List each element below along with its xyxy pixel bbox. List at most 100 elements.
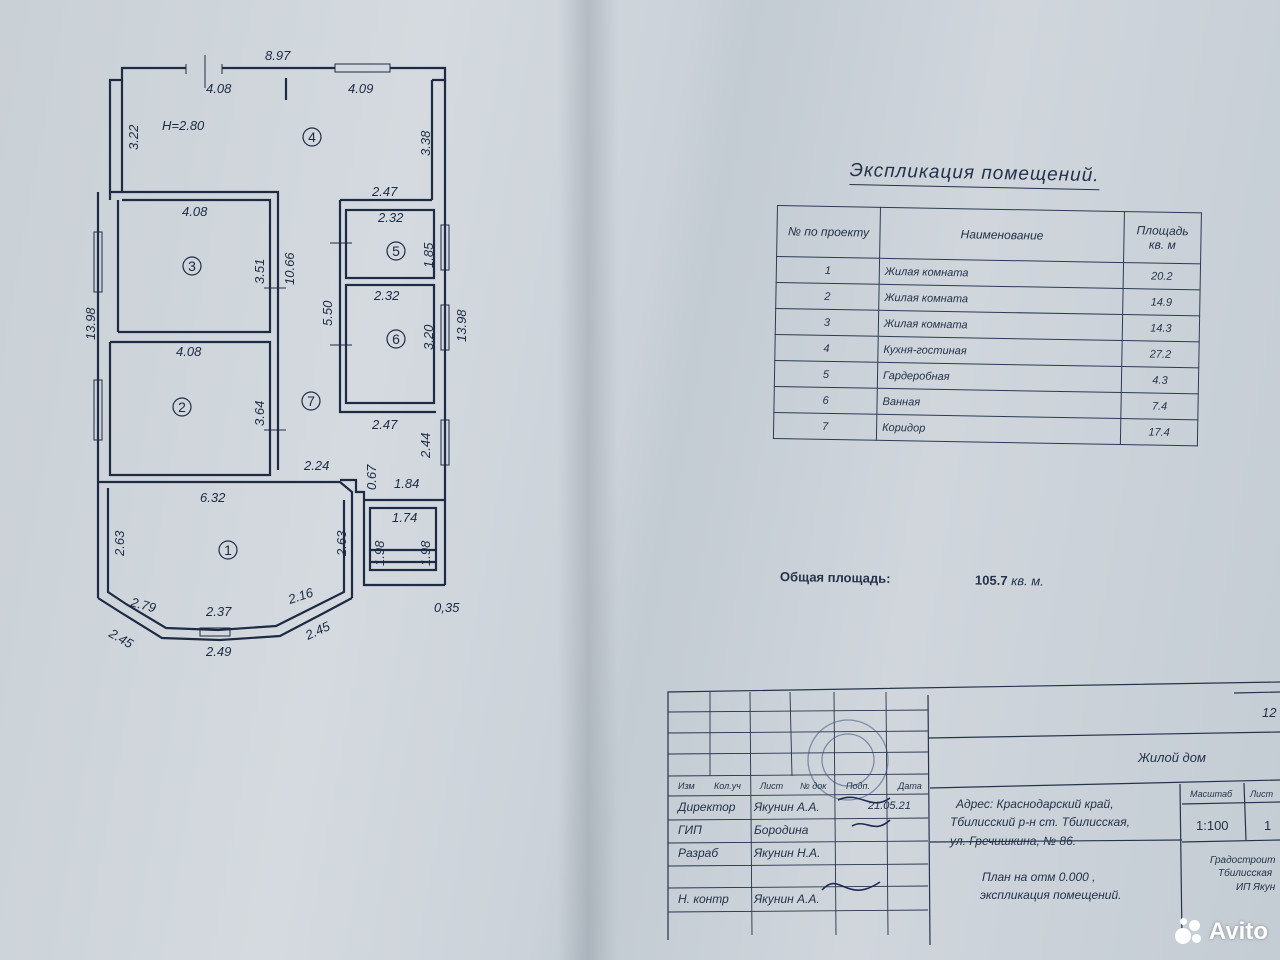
window-mark — [199, 627, 231, 637]
dimension-label: 1.74 — [392, 510, 417, 525]
dimension-label: 2.44 — [418, 433, 433, 459]
tb-sheet-value: 1 — [1264, 818, 1272, 833]
seal-stamp-inner — [821, 733, 875, 787]
frame-line — [667, 681, 1280, 940]
dimension-label: 6.32 — [200, 490, 226, 505]
tb-role: Н. контр — [678, 892, 729, 906]
grid-line — [667, 840, 929, 844]
grid-line — [667, 793, 929, 797]
frame-line — [1233, 691, 1280, 694]
frame-line — [929, 779, 1280, 789]
dimension-label: 2.49 — [205, 644, 231, 659]
tb-col-doc: № док — [800, 781, 827, 791]
frame-line — [927, 731, 1280, 739]
dimension-label: 0,35 — [434, 600, 460, 615]
frame-line — [1179, 783, 1183, 941]
tb-person: Якунин А.А. — [754, 800, 820, 814]
room-number: 1 — [224, 542, 232, 558]
dimension-label: 5.50 — [320, 300, 335, 326]
dimension-label: 3.51 — [252, 259, 267, 284]
room-number: 3 — [188, 258, 196, 274]
grid-line — [789, 691, 793, 777]
tb-scale-label: Масштаб — [1190, 789, 1233, 799]
tb-col-sign: Подп. — [846, 781, 870, 791]
grid-line — [667, 751, 929, 755]
dimension-label: 2.47 — [371, 417, 398, 432]
room-marker — [386, 329, 406, 349]
wall — [390, 66, 447, 82]
room-number: 2 — [178, 399, 186, 415]
frame-line — [1243, 782, 1247, 841]
dimension-label: 3.38 — [418, 130, 433, 156]
grid-line — [667, 863, 929, 867]
tb-col-kol: Кол.уч — [714, 781, 741, 791]
room-marker — [302, 127, 322, 147]
wall — [344, 283, 436, 405]
seal-stamp — [807, 719, 889, 801]
tb-sheet-label: Лист — [1250, 789, 1274, 799]
dimension-label: 10.66 — [282, 252, 297, 285]
room-marker — [301, 391, 321, 411]
room-number: 7 — [307, 393, 315, 409]
room-marker — [218, 540, 238, 560]
wall — [108, 340, 272, 477]
tb-org-1: Градостроит — [1210, 855, 1276, 866]
avito-text: Avito — [1208, 918, 1268, 945]
dimension-label: 4.08 — [182, 204, 208, 219]
wall — [118, 198, 272, 334]
grid-line — [885, 691, 889, 936]
dimension-label: 4.08 — [176, 344, 202, 359]
dimension-label: 2.32 — [373, 288, 400, 303]
tb-role: Директор — [678, 800, 736, 814]
frame-line — [927, 694, 931, 946]
dimension-label: 4.09 — [348, 81, 373, 96]
dimension-label: 1.85 — [421, 242, 436, 268]
tb-address-2: Тбилисский р-н ст. Тбилисская, — [950, 815, 1130, 829]
tb-col-list: Лист — [760, 781, 784, 791]
tb-col-date: Дата — [898, 781, 922, 791]
window-mark — [440, 224, 450, 271]
dimension-label: 2.63 — [334, 530, 349, 557]
grid-line — [667, 709, 929, 713]
avito-watermark: Avito — [1174, 918, 1268, 946]
grid-line — [667, 817, 929, 821]
grid-line — [749, 691, 753, 936]
wall — [368, 506, 438, 572]
tb-code: 12 — [1262, 705, 1277, 720]
tb-object: Жилой дом — [1138, 750, 1206, 765]
tb-person: Якунин Н.А. — [754, 846, 821, 860]
wall — [344, 208, 436, 280]
window-mark — [440, 419, 450, 466]
window-mark — [334, 63, 391, 73]
tb-address-3: ул. Гречишкина, № 86. — [950, 834, 1077, 848]
tb-role: ГИП — [678, 823, 702, 837]
tb-col-izm: Изм — [678, 781, 695, 791]
dimension-label: 2.32 — [377, 210, 404, 225]
frame-line — [1181, 839, 1280, 843]
ceiling-height-label: H=2.80 — [162, 118, 205, 133]
dimension-label: 13.98 — [454, 309, 469, 342]
dimension-label: 2.63 — [112, 530, 127, 557]
room-number: 4 — [308, 129, 316, 145]
grid-line — [667, 885, 929, 889]
dimension-label: 2.79 — [128, 594, 157, 615]
wall — [110, 190, 280, 470]
dimension-label: 2.47 — [371, 184, 398, 199]
grid-line — [667, 909, 929, 913]
room-marker — [182, 256, 202, 276]
grid-line — [833, 691, 837, 936]
dimension-label: 3.22 — [126, 124, 141, 150]
tb-person: Якунин А.А. — [754, 892, 820, 906]
window-mark — [93, 379, 103, 441]
dimension-label: 1.98 — [372, 540, 387, 566]
tb-org-3: ИП Якун — [1236, 882, 1276, 893]
room-number: 5 — [392, 243, 400, 259]
tb-scale-value: 1:100 — [1196, 818, 1229, 833]
dimension-label: 8.97 — [265, 48, 291, 63]
dimension-label: 2.37 — [205, 604, 232, 619]
dimension-label: 3.64 — [252, 401, 267, 426]
room-marker — [172, 397, 192, 417]
wall — [106, 488, 346, 632]
